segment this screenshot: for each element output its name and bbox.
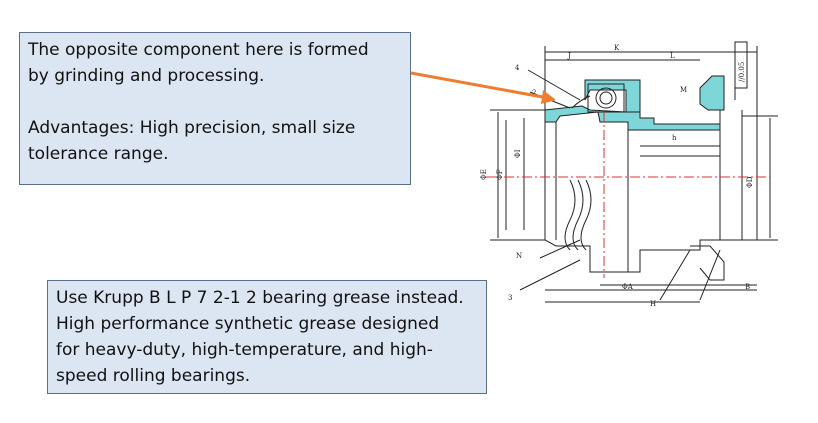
grinding-callout-line-3: Advantages: High precision, small size: [28, 118, 356, 138]
label-K: K: [614, 44, 620, 52]
grinding-callout-line-2: by grinding and processing.: [28, 66, 265, 86]
grinding-callout: The opposite component here is formed by…: [19, 32, 411, 185]
label-n3: 3: [508, 294, 512, 302]
grease-callout: Use Krupp B L P 7 2-1 2 bearing grease i…: [47, 280, 487, 394]
grinding-callout-line-4: tolerance range.: [28, 144, 169, 164]
label-phiA: ΦA: [622, 283, 634, 291]
label-H: H: [650, 300, 656, 308]
drawing-outline: [490, 41, 778, 303]
label-phiE: ΦE: [480, 169, 488, 180]
label-L: L: [670, 52, 675, 60]
label-phiI: ΦI: [514, 149, 522, 158]
label-phiD: ΦD: [746, 176, 754, 188]
label-M: M: [680, 86, 687, 94]
label-h: h: [672, 134, 677, 142]
grease-callout-line-4: speed rolling bearings.: [56, 366, 251, 386]
label-J: J: [567, 52, 571, 60]
callout-arrow: [410, 71, 556, 104]
grease-callout-line-2: High performance synthetic grease design…: [56, 314, 440, 334]
label-n2: 2: [532, 89, 536, 97]
highlighted-ring-part: [544, 75, 725, 131]
label-phiF: ΦF: [496, 169, 504, 180]
label-N: N: [516, 252, 522, 260]
grinding-callout-line-1: The opposite component here is formed: [28, 40, 369, 60]
tolerance-label: //0.05: [738, 62, 746, 82]
label-n4: 4: [515, 64, 520, 72]
grease-callout-line-3: for heavy-duty, high-temperature, and hi…: [56, 340, 433, 360]
label-B: B: [745, 283, 750, 291]
grease-callout-line-1: Use Krupp B L P 7 2-1 2 bearing grease i…: [56, 288, 464, 308]
